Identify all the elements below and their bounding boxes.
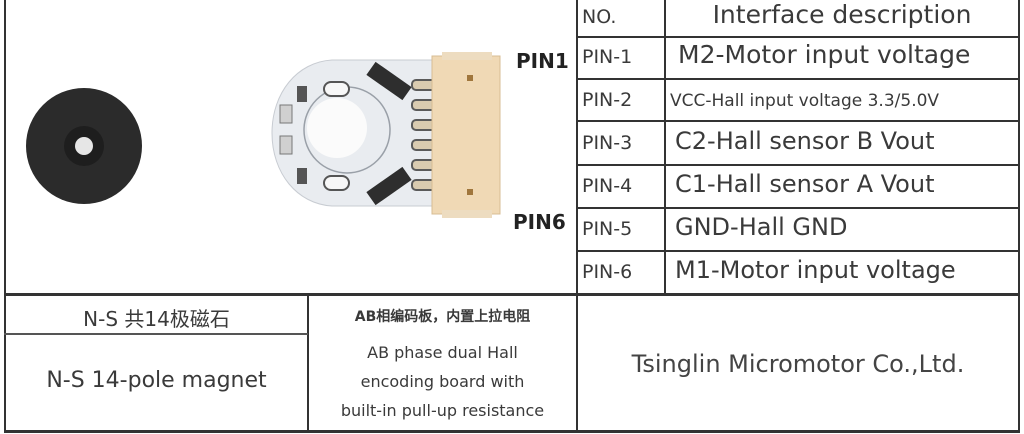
board-label-en-line1: AB phase dual Hall: [367, 343, 518, 362]
pin-number: PIN-5: [582, 218, 633, 240]
magnet-label-en: N-S 14-pole magnet: [46, 368, 267, 393]
row-line: [576, 78, 1020, 80]
frame-right: [1018, 0, 1020, 432]
bottom-divider-1: [307, 294, 309, 432]
connector-label-pin1: PIN1: [516, 49, 569, 73]
company-name: Tsinglin Micromotor Co.,Ltd.: [631, 350, 965, 378]
pin-description: M2-Motor input voltage: [678, 40, 971, 69]
row-line: [576, 36, 1020, 38]
magnet-image: [26, 88, 142, 204]
row-line: [576, 164, 1020, 166]
row-line: [576, 207, 1020, 209]
pin-number: PIN-3: [582, 132, 633, 154]
magnet-label-cn: N-S 共14极磁石: [83, 307, 230, 331]
table-col-divider: [664, 0, 666, 295]
pin-description: VCC-Hall input voltage 3.3/5.0V: [670, 91, 940, 111]
board-label-cn: AB相编码板，内置上拉电阻: [354, 309, 531, 325]
pin-description: C1-Hall sensor A Vout: [675, 170, 935, 198]
connector-label-pin6: PIN6: [513, 210, 566, 234]
row-line: [576, 120, 1020, 122]
pin-description: M1-Motor input voltage: [675, 256, 956, 284]
encoder-board-image: [271, 52, 501, 218]
header-no: NO.: [582, 6, 617, 28]
board-label-en-line2: encoding board with: [360, 372, 525, 391]
section-divider: [4, 293, 1020, 296]
magnet-cell-split: [4, 333, 308, 335]
pin-description: C2-Hall sensor B Vout: [675, 127, 935, 155]
pin-number: PIN-6: [582, 261, 633, 283]
frame-bottom: [4, 430, 1020, 433]
board-label-en-line3: built-in pull-up resistance: [340, 401, 545, 420]
pin-number: PIN-1: [582, 46, 633, 68]
table-left-border: [576, 0, 578, 295]
bottom-divider-2: [576, 294, 578, 432]
pin-number: PIN-2: [582, 89, 633, 111]
pin-description: GND-Hall GND: [675, 213, 848, 241]
header-description: Interface description: [712, 0, 972, 29]
row-line: [576, 250, 1020, 252]
frame-left: [4, 0, 6, 432]
pin-number: PIN-4: [582, 175, 633, 197]
